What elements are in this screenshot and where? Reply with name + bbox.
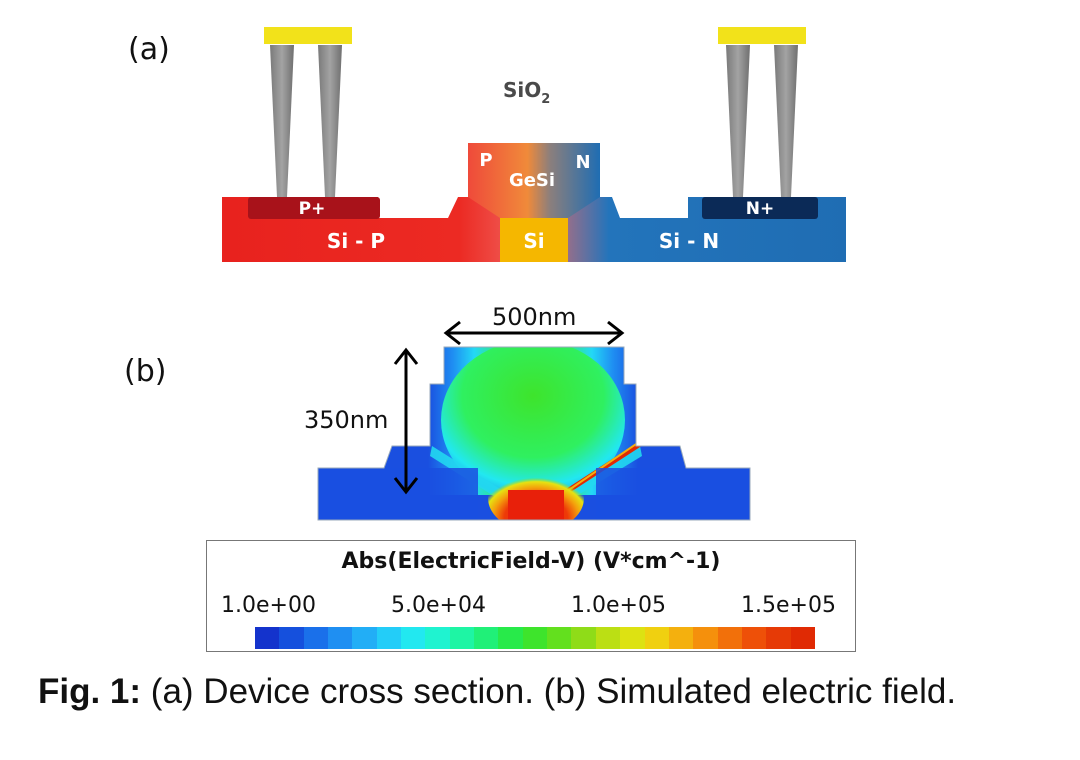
field-outline: [317, 346, 751, 521]
p-plus-label: P+: [299, 199, 326, 219]
colorbar-swatch: [449, 627, 475, 649]
field-slab-left: [318, 468, 478, 520]
field-slab-right: [596, 468, 750, 520]
colorbar-swatch: [668, 627, 694, 649]
colorbar-legend: Abs(ElectricField-V) (V*cm^-1) 1.0e+00 5…: [206, 540, 856, 652]
gesi-p-label: P: [479, 150, 492, 171]
colorbar-gradient: [255, 627, 815, 649]
contact-right: [718, 27, 806, 44]
colorbar-swatch: [571, 627, 596, 649]
colorbar-swatch: [279, 627, 304, 649]
si-center-label: Si: [523, 229, 544, 253]
colorbar-swatch: [547, 627, 572, 649]
gesi-n-label: N: [575, 152, 590, 173]
n-plus-well: [702, 197, 818, 219]
field-hotspot-core: [508, 490, 564, 520]
colorbar-swatch: [741, 627, 767, 649]
si-center-region: [500, 218, 568, 262]
colorbar-swatch: [376, 627, 402, 649]
colorbar-swatch: [766, 627, 791, 649]
colorbar-swatch: [595, 627, 621, 649]
via-right-2: [774, 45, 798, 197]
via-left-2: [318, 45, 342, 197]
colorbar-swatch: [352, 627, 377, 649]
height-dimension-label: 350nm: [304, 406, 389, 434]
figure-caption: Fig. 1: (a) Device cross section. (b) Si…: [38, 672, 956, 712]
width-dimension-label: 500nm: [492, 303, 577, 331]
colorbar-swatch: [693, 627, 718, 649]
field-core: [441, 347, 625, 500]
colorbar-swatch: [790, 627, 815, 649]
gesi-block: [468, 143, 600, 218]
n-region-label: Si - N: [659, 229, 719, 253]
colorbar-swatch: [474, 627, 499, 649]
colorbar-swatch: [303, 627, 329, 649]
cross-section: SiO2 GeSi P N Si Si - P Si - N P+ N+: [222, 27, 846, 262]
colorbar-swatch: [425, 627, 450, 649]
via-left-1: [270, 45, 294, 197]
panel-label-b: (b): [124, 354, 167, 389]
colorbar-tick-2: 1.0e+05: [571, 593, 666, 618]
oxide-label: SiO2: [503, 78, 550, 107]
colorbar-title: Abs(ElectricField-V) (V*cm^-1): [341, 549, 721, 574]
colorbar-tick-1: 5.0e+04: [391, 593, 486, 618]
colorbar-swatch: [328, 627, 353, 649]
width-dimension-arrow: [443, 320, 625, 346]
colorbar-swatch: [522, 627, 548, 649]
panel-label-a: (a): [128, 32, 170, 67]
colorbar-swatch: [644, 627, 669, 649]
p-region-label: Si - P: [327, 229, 385, 253]
height-dimension-arrow: [393, 347, 419, 495]
via-right-1: [726, 45, 750, 197]
gesi-label: GeSi: [509, 170, 555, 191]
caption-fig-label: Fig. 1:: [38, 672, 142, 711]
colorbar-swatch: [620, 627, 645, 649]
colorbar-swatch: [255, 627, 280, 649]
colorbar-swatch: [498, 627, 523, 649]
contact-left: [264, 27, 352, 44]
colorbar-swatch: [717, 627, 742, 649]
caption-text: (a) Device cross section. (b) Simulated …: [141, 672, 957, 711]
p-plus-well: [248, 197, 380, 219]
colorbar-swatch: [401, 627, 426, 649]
n-plus-label: N+: [746, 199, 774, 219]
colorbar-tick-0: 1.0e+00: [221, 593, 316, 618]
colorbar-tick-3: 1.5e+05: [741, 593, 836, 618]
